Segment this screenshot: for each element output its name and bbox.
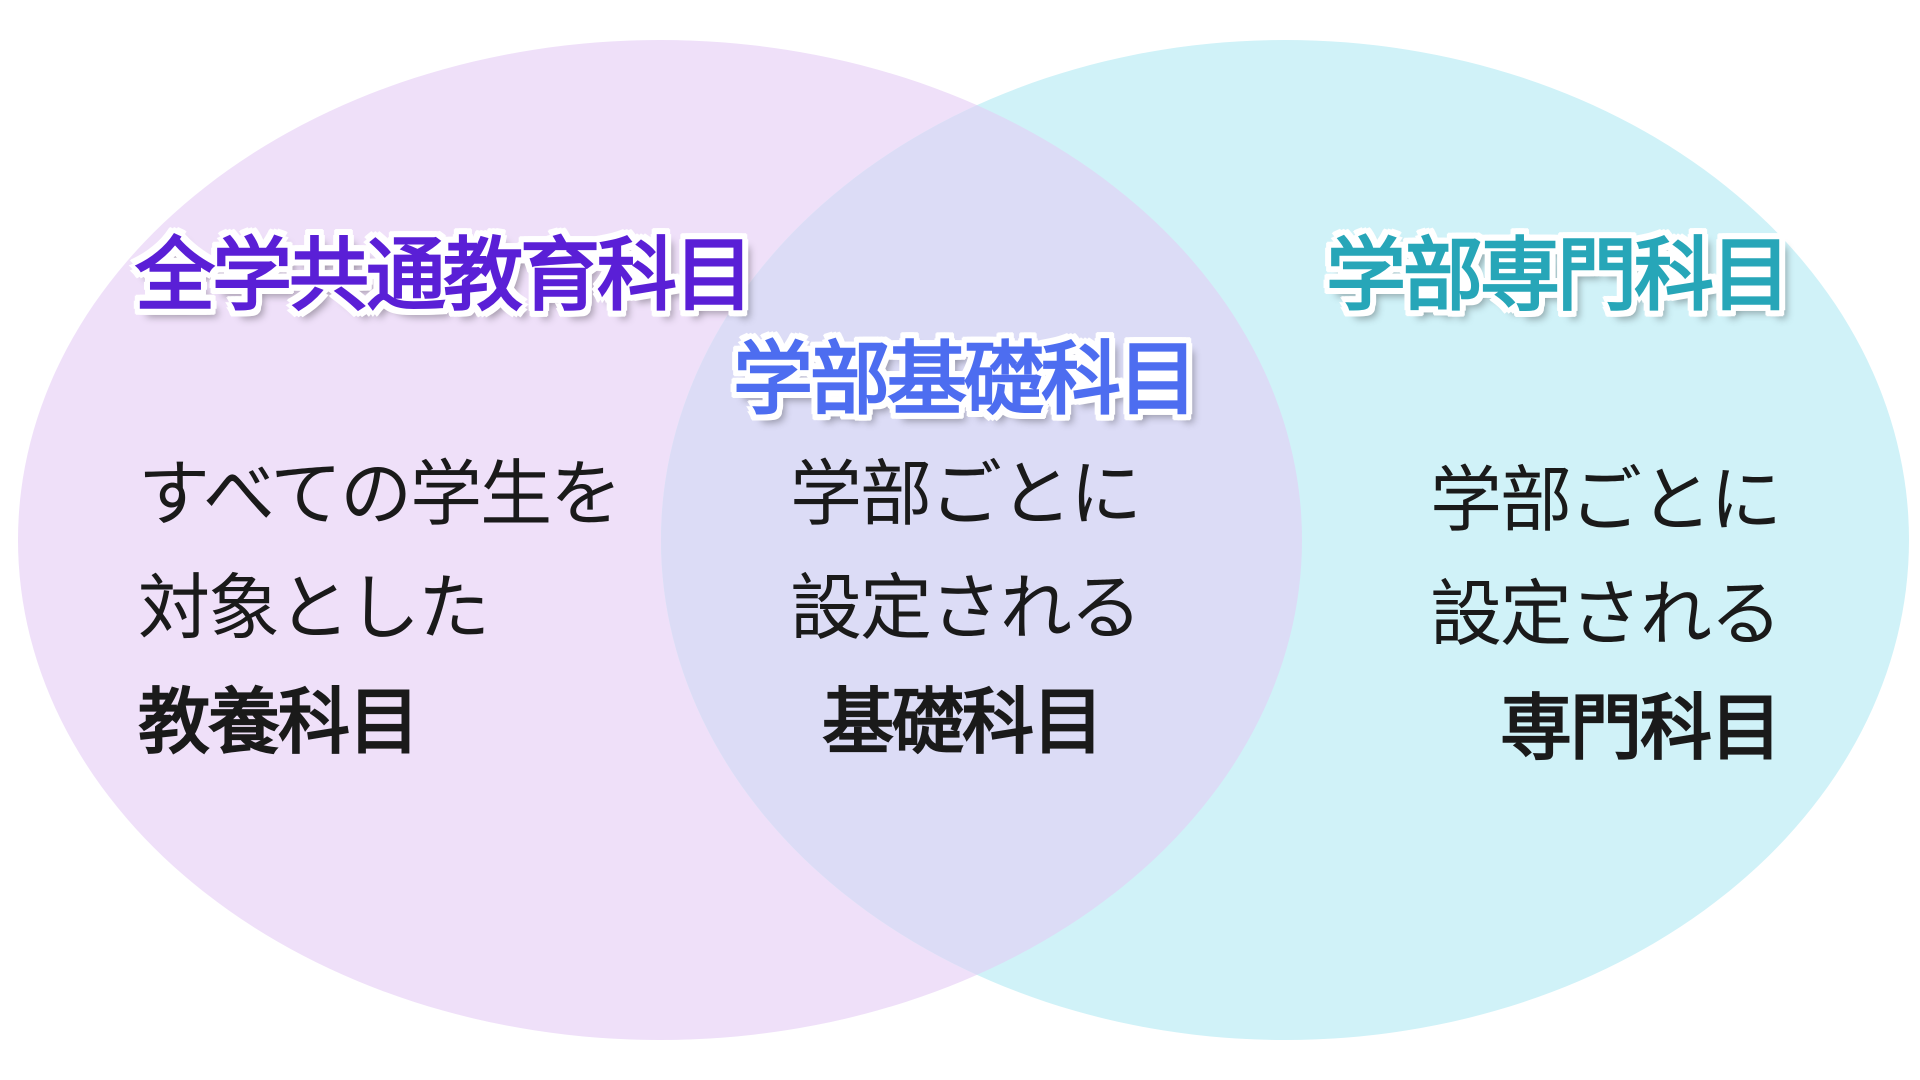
middle-line-1: 学部ごとに (790, 452, 1142, 536)
left-heading: 全学共通教育科目 (135, 229, 754, 322)
right-line-2: 設定される (1430, 572, 1782, 656)
right-heading: 学部専門科目 (1326, 229, 1791, 322)
middle-description: 学部ごとに 設定される 基礎科目 (790, 437, 1142, 779)
middle-line-2: 設定される (790, 566, 1142, 650)
overlap-region (661, 40, 1302, 1040)
left-line-1: すべての学生を (138, 452, 622, 536)
left-description: すべての学生を 対象とした 教養科目 (138, 437, 622, 779)
middle-heading: 学部基礎科目 (733, 333, 1198, 426)
right-line-3: 専門科目 (1499, 686, 1782, 770)
middle-line-3: 基礎科目 (822, 680, 1104, 764)
left-line-3: 教養科目 (138, 680, 420, 764)
left-line-2: 対象とした (138, 566, 490, 650)
right-line-1: 学部ごとに (1430, 458, 1782, 542)
right-description: 学部ごとに 設定される 専門科目 (1430, 443, 1782, 785)
